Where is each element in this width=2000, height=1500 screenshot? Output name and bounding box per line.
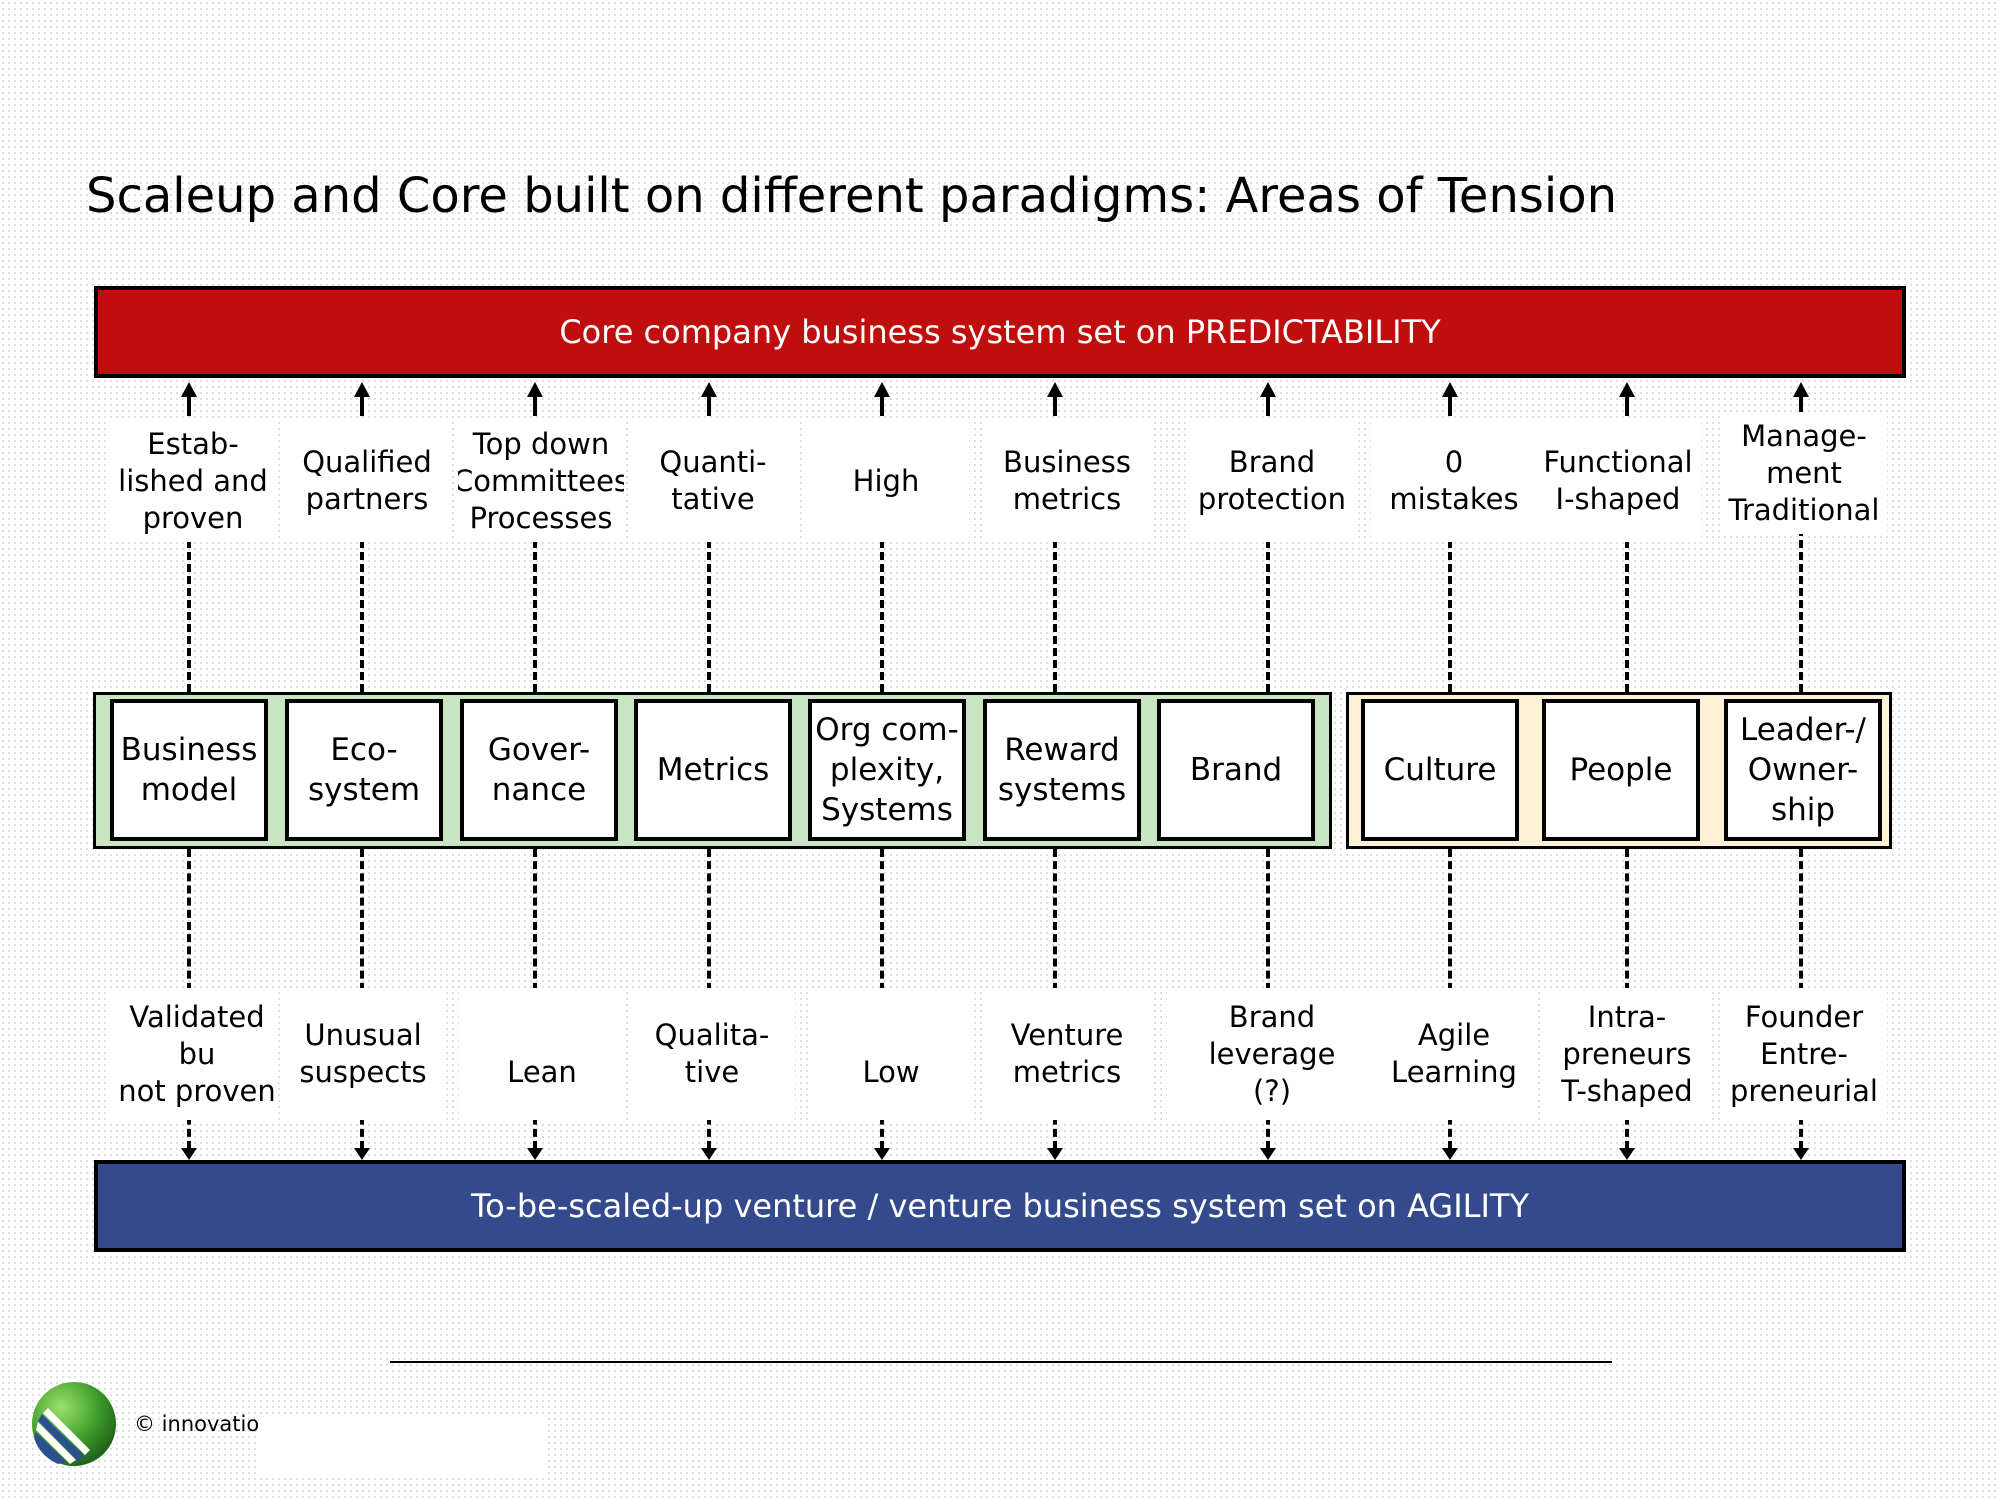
connector-up-line [1266, 408, 1270, 692]
core-characteristic-label: High [803, 420, 969, 542]
arrow-up-icon [1260, 382, 1276, 397]
arrow-down-icon [1793, 1148, 1809, 1160]
core-characteristic-label: Brand protection [1189, 420, 1355, 542]
connector-up-stem [533, 395, 537, 408]
venture-bar-label: To-be-scaled-up venture / venture busine… [470, 1187, 1530, 1225]
arrow-down-icon [1260, 1148, 1276, 1160]
venture-characteristic-label: Validated bu not proven [110, 988, 276, 1120]
tension-area-box: Reward systems [983, 699, 1141, 841]
arrow-down-icon [701, 1148, 717, 1160]
tension-area-box: Eco- system [285, 699, 443, 841]
connector-up-line [1799, 408, 1803, 692]
arrow-up-icon [354, 382, 370, 397]
tension-area-box: Org com- plexity, Systems [808, 699, 966, 841]
venture-characteristic-label: Intra- preneurs T-shaped [1544, 988, 1710, 1120]
venture-characteristic-label: Brand leverage (?) [1167, 988, 1377, 1120]
connector-up-line [707, 408, 711, 692]
arrow-up-icon [527, 382, 543, 397]
connector-up-stem [880, 395, 884, 408]
globe-logo-icon [32, 1382, 116, 1466]
core-characteristic-label: Quanti- tative [630, 420, 796, 542]
footer-divider [390, 1361, 1612, 1363]
connector-up-stem [707, 395, 711, 408]
arrow-down-icon [1442, 1148, 1458, 1160]
tension-area-box: Culture [1361, 699, 1519, 841]
connector-up-stem [1799, 395, 1803, 408]
venture-characteristic-label: Qualita- tive [629, 988, 795, 1120]
connector-up-line [880, 408, 884, 692]
tension-area-box: Leader-/ Owner- ship [1724, 699, 1882, 841]
tension-area-box: Brand [1157, 699, 1315, 841]
venture-characteristic-label: Founder Entre- preneurial [1721, 988, 1887, 1120]
venture-characteristic-label: Low [808, 988, 974, 1120]
arrow-down-icon [354, 1148, 370, 1160]
venture-characteristic-label: Lean [459, 988, 625, 1120]
tension-area-box: Business model [110, 699, 268, 841]
arrow-up-icon [181, 382, 197, 397]
arrow-down-icon [1619, 1148, 1635, 1160]
connector-up-stem [360, 395, 364, 408]
connector-up-stem [187, 395, 191, 408]
arrow-up-icon [701, 382, 717, 397]
arrow-up-icon [1047, 382, 1063, 397]
connector-up-stem [1448, 395, 1452, 408]
connector-up-line [187, 408, 191, 692]
connector-up-stem [1625, 395, 1629, 408]
core-characteristic-label: Estab- lished and proven [110, 420, 276, 542]
core-characteristic-label: Top down Committees Processes [458, 420, 624, 542]
connector-up-stem [1266, 395, 1270, 408]
venture-characteristic-label: Agile Learning [1371, 988, 1537, 1120]
venture-characteristic-label: Unusual suspects [280, 988, 446, 1120]
arrow-down-icon [527, 1148, 543, 1160]
core-bar-label: Core company business system set on PRED… [559, 313, 1441, 351]
connector-up-line [360, 408, 364, 692]
tension-area-box: Gover- nance [460, 699, 618, 841]
core-characteristic-label: Qualified partners [284, 420, 450, 542]
copyright-text: © innovation [134, 1412, 258, 1436]
arrow-up-icon [1793, 382, 1809, 397]
core-characteristic-label: 0 mistakes [1371, 420, 1537, 542]
tension-area-box: Metrics [634, 699, 792, 841]
arrow-up-icon [1619, 382, 1635, 397]
core-characteristic-label: Functional I-shaped [1535, 420, 1701, 542]
connector-up-line [1448, 408, 1452, 692]
core-predictability-bar: Core company business system set on PRED… [94, 286, 1906, 378]
core-characteristic-label: Business metrics [984, 420, 1150, 542]
page-title: Scaleup and Core built on different para… [86, 168, 1618, 224]
venture-characteristic-label: Venture metrics [984, 988, 1150, 1120]
arrow-down-icon [1047, 1148, 1063, 1160]
tension-area-box: People [1542, 699, 1700, 841]
arrow-up-icon [1442, 382, 1458, 397]
footer-blank-area [258, 1414, 548, 1478]
connector-up-stem [1053, 395, 1057, 408]
connector-up-line [1625, 408, 1629, 692]
arrow-down-icon [874, 1148, 890, 1160]
core-characteristic-label: Manage- ment Traditional [1721, 412, 1887, 534]
venture-agility-bar: To-be-scaled-up venture / venture busine… [94, 1160, 1906, 1252]
connector-up-line [533, 408, 537, 692]
connector-up-line [1053, 408, 1057, 692]
arrow-up-icon [874, 382, 890, 397]
arrow-down-icon [181, 1148, 197, 1160]
